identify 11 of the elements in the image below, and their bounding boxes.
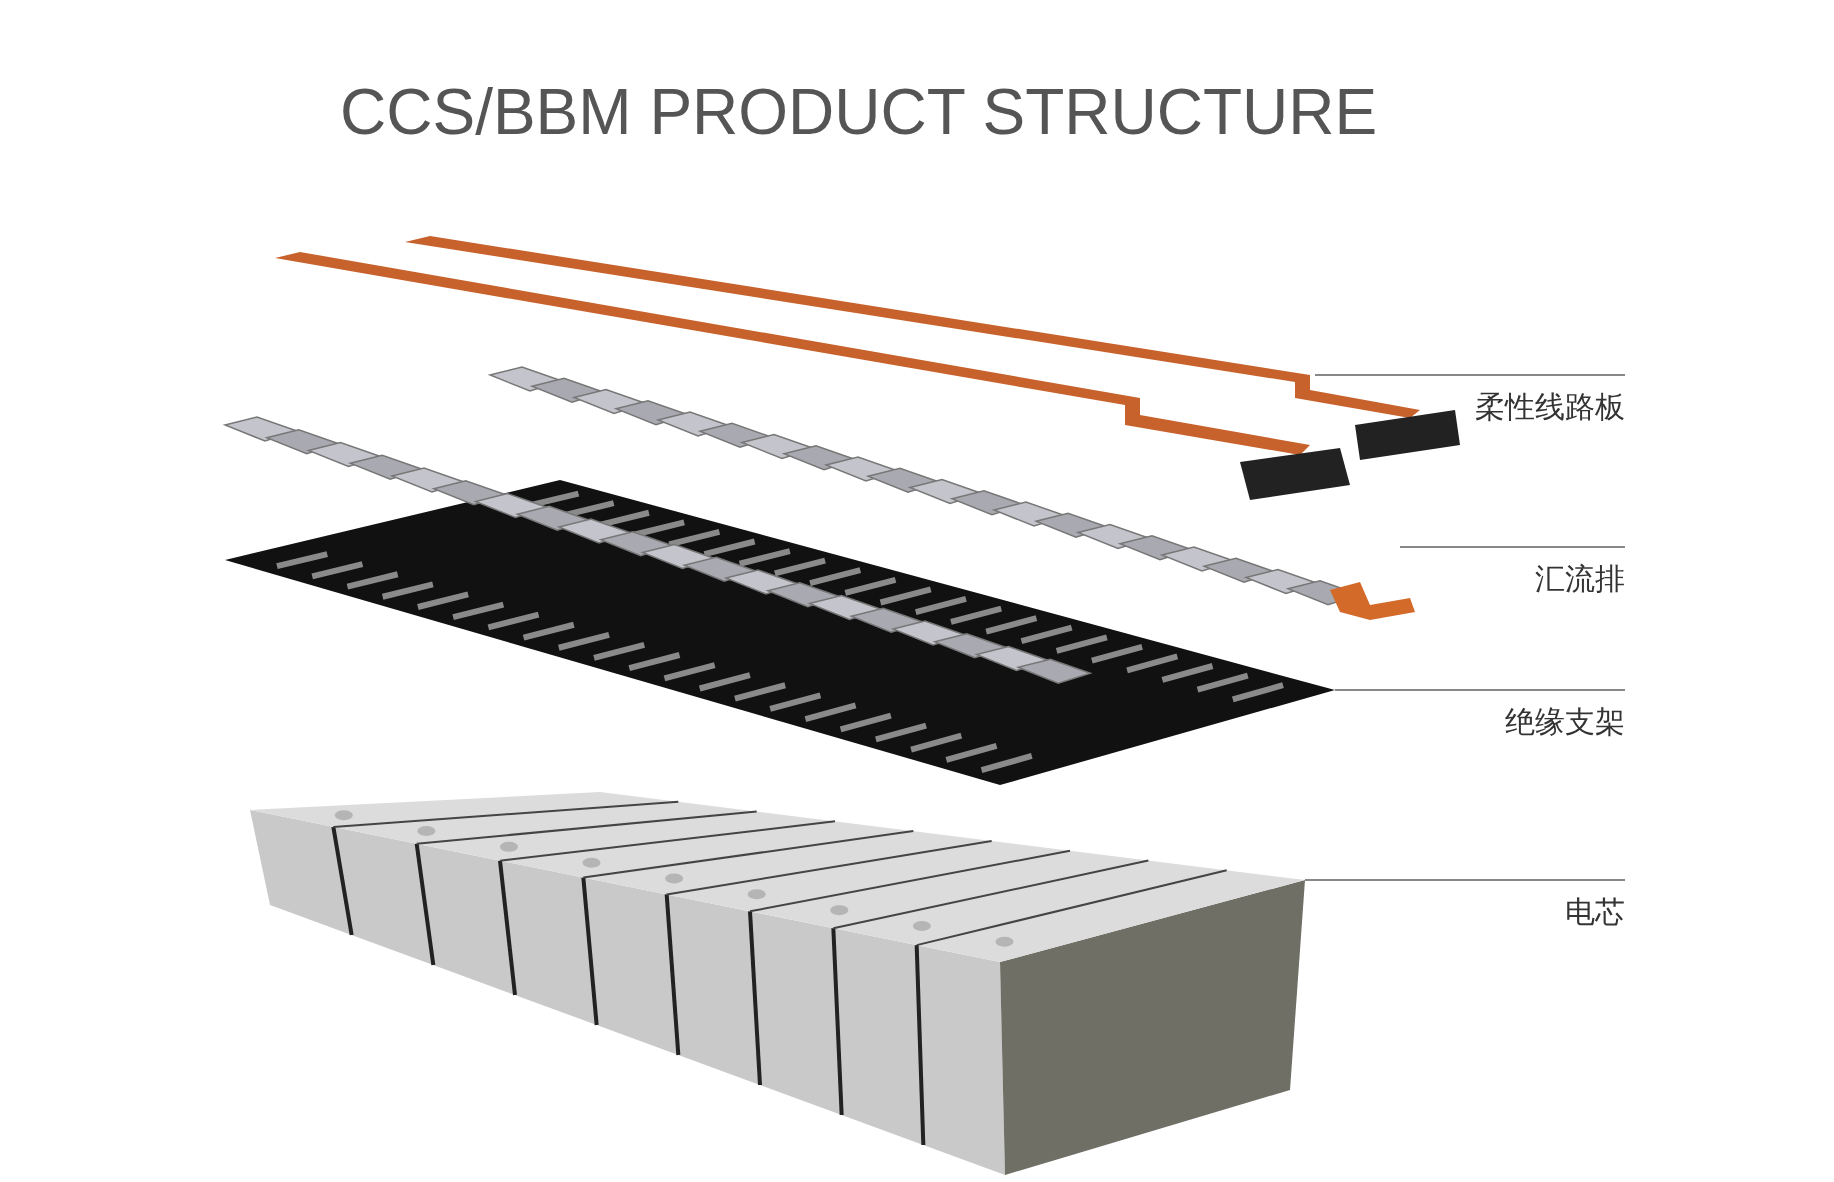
leader-line: [1399, 546, 1626, 548]
leader-line: [1334, 689, 1626, 691]
part-label: 电芯: [1565, 880, 1625, 933]
battery-cell-drawing: [250, 792, 1305, 1175]
leader-line: [1304, 879, 1626, 881]
flexible-circuit-drawing: [275, 236, 1460, 500]
part-label: 汇流排: [1535, 547, 1625, 600]
leader-line: [1314, 374, 1626, 376]
diagram-title: CCS/BBM PRODUCT STRUCTURE: [340, 75, 1378, 149]
part-label: 柔性线路板: [1475, 375, 1625, 428]
part-label: 绝缘支架: [1505, 690, 1625, 743]
